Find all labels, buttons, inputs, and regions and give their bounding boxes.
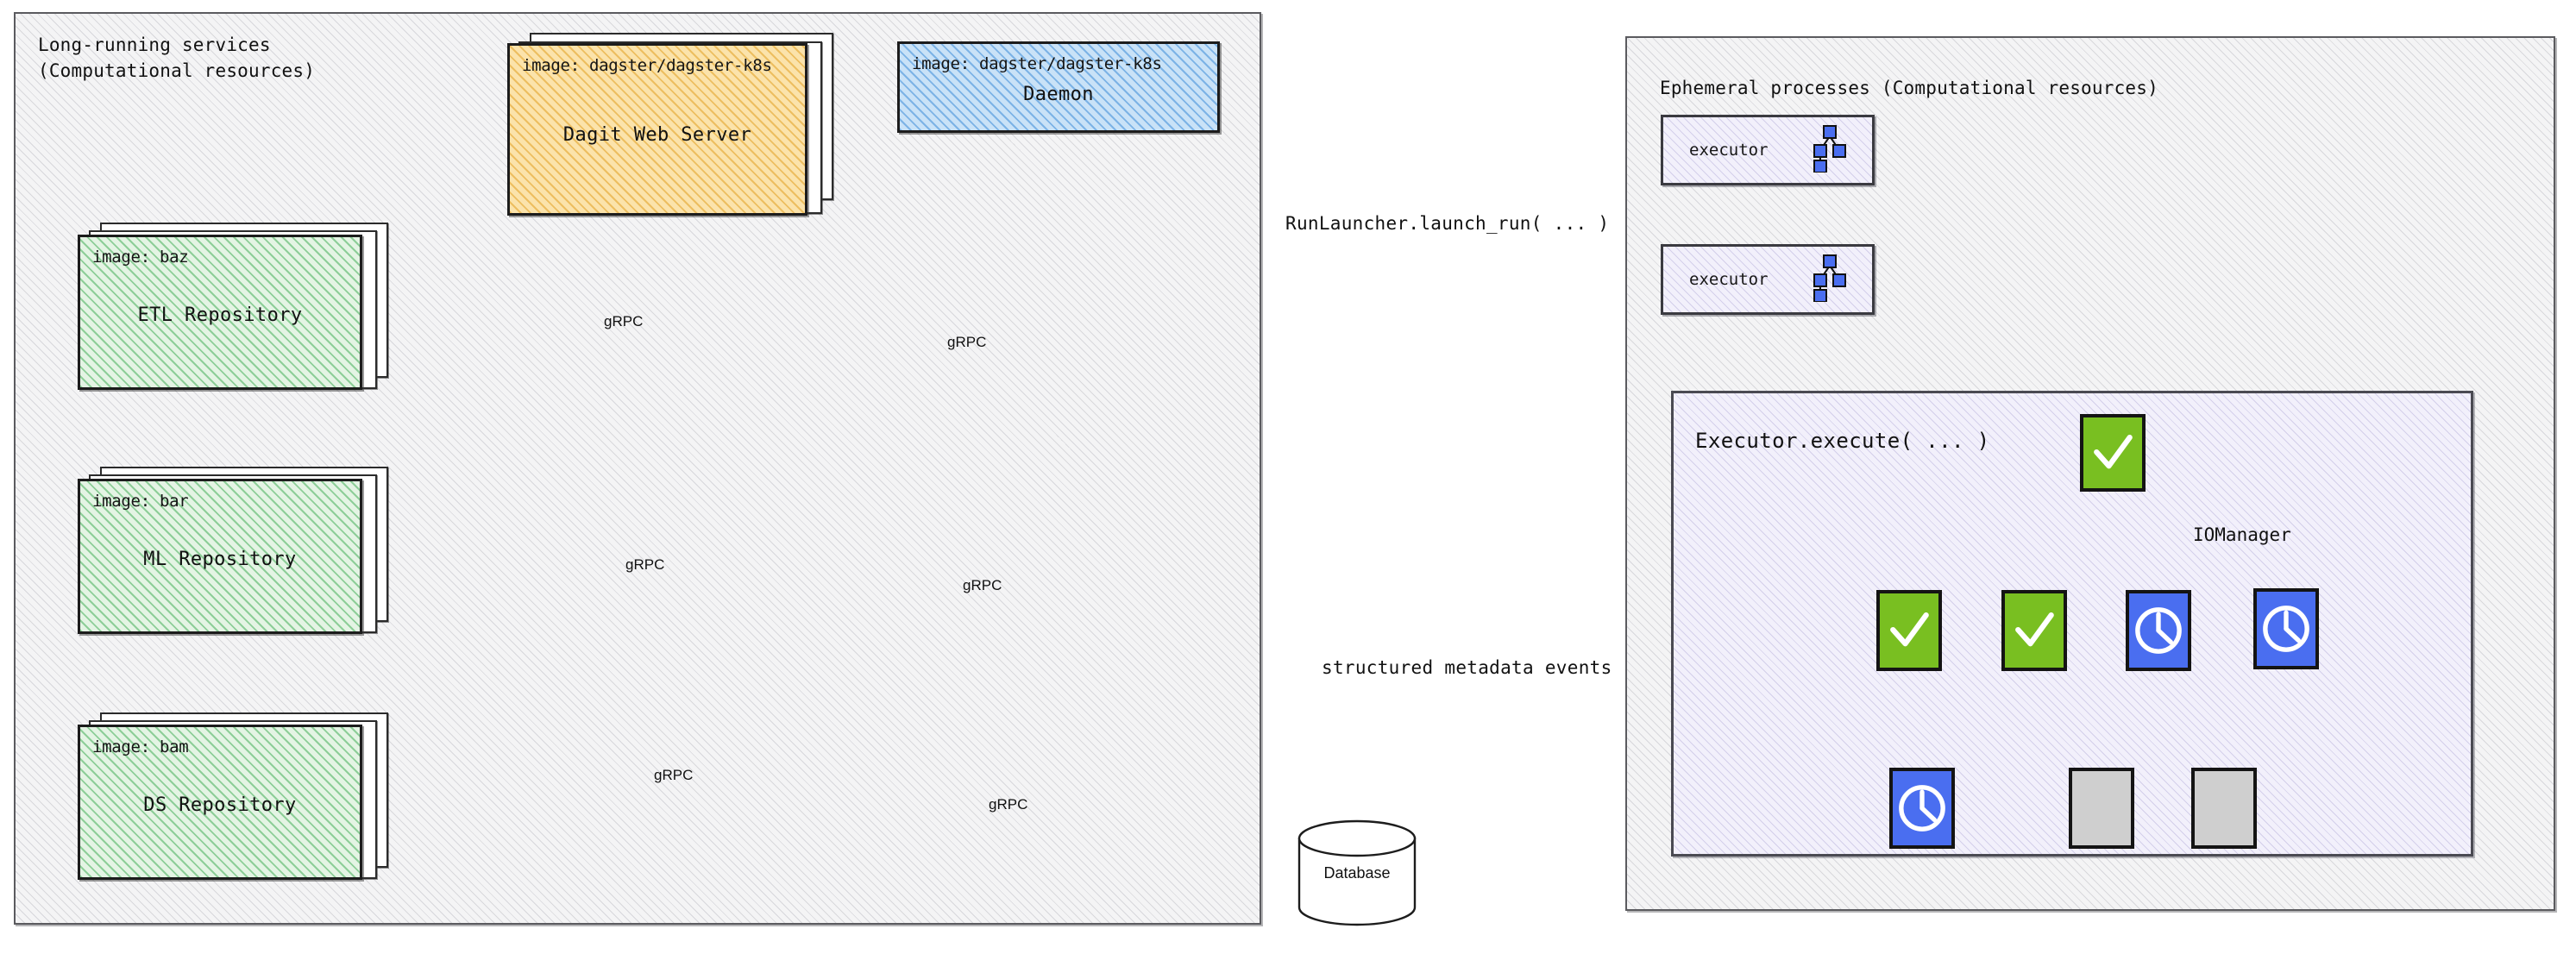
daemon-title: Daemon xyxy=(1023,84,1094,105)
edge-label-grpc-2: gRPC xyxy=(947,334,987,350)
repository-ml-face: image: bar ML Repository xyxy=(78,479,362,634)
executor-box-2[interactable]: executor xyxy=(1661,244,1875,315)
repository-ds-image-label: image: bam xyxy=(92,737,189,756)
dag-node-m2[interactable] xyxy=(2001,590,2067,671)
edge-label-grpc-3: gRPC xyxy=(625,556,665,573)
edge-label-grpc-5: gRPC xyxy=(654,767,694,783)
dag-node-root[interactable] xyxy=(2080,414,2146,492)
repository-ds[interactable]: image: bam DS Repository xyxy=(78,712,388,880)
dag-icon xyxy=(1810,124,1850,176)
repository-ml-title: ML Repository xyxy=(143,549,297,570)
edge-label-run-launcher: RunLauncher.launch_run( ... ) xyxy=(1285,213,1610,234)
edge-label-structured-metadata: structured metadata events xyxy=(1322,657,1612,678)
service-daemon-face: image: dagster/dagster-k8s Daemon xyxy=(897,41,1220,133)
repository-ds-title: DS Repository xyxy=(143,794,297,816)
database-label: Database xyxy=(1323,864,1391,882)
dag-node-b3[interactable] xyxy=(2191,768,2257,849)
panel-ephemeral-processes-title: Ephemeral processes (Computational resou… xyxy=(1660,78,2158,98)
edge-label-grpc-1: gRPC xyxy=(604,313,644,330)
panel-long-running-services-title: Long-running services (Computational res… xyxy=(38,35,316,81)
repository-etl-face: image: baz ETL Repository xyxy=(78,235,362,390)
edge-label-grpc-4: gRPC xyxy=(963,577,1002,593)
repository-ml[interactable]: image: bar ML Repository xyxy=(78,467,388,634)
repository-etl[interactable]: image: baz ETL Repository xyxy=(78,223,388,390)
executor-execute-title: Executor.execute( ... ) xyxy=(1695,429,1990,453)
dag-node-b2[interactable] xyxy=(2069,768,2134,849)
executor-box-2-label: executor xyxy=(1689,270,1769,289)
executor-box-1-label: executor xyxy=(1689,141,1769,160)
service-dagit-face: image: dagster/dagster-k8s Dagit Web Ser… xyxy=(507,43,807,216)
dag-icon xyxy=(1810,254,1850,305)
executor-box-1[interactable]: executor xyxy=(1661,115,1875,185)
dagit-title: Dagit Web Server xyxy=(562,124,752,146)
dag-node-m1[interactable] xyxy=(1876,590,1942,671)
dag-node-b1[interactable] xyxy=(1889,768,1955,849)
repository-etl-title: ETL Repository xyxy=(137,304,303,326)
repository-ds-face: image: bam DS Repository xyxy=(78,725,362,880)
dagit-image-label: image: dagster/dagster-k8s xyxy=(522,56,772,75)
repository-ml-image-label: image: bar xyxy=(92,492,189,511)
service-daemon[interactable]: image: dagster/dagster-k8s Daemon xyxy=(897,41,1220,133)
dag-node-m4[interactable] xyxy=(2253,588,2319,669)
iomanager-label: IOManager xyxy=(2193,524,2291,545)
database-cylinder[interactable]: Database xyxy=(1294,819,1420,926)
dag-node-m3[interactable] xyxy=(2126,590,2191,671)
repository-etl-image-label: image: baz xyxy=(92,248,189,267)
service-dagit-web-server[interactable]: image: dagster/dagster-k8s Dagit Web Ser… xyxy=(507,33,833,216)
edge-label-grpc-6: gRPC xyxy=(989,796,1028,813)
daemon-image-label: image: dagster/dagster-k8s xyxy=(912,54,1162,73)
